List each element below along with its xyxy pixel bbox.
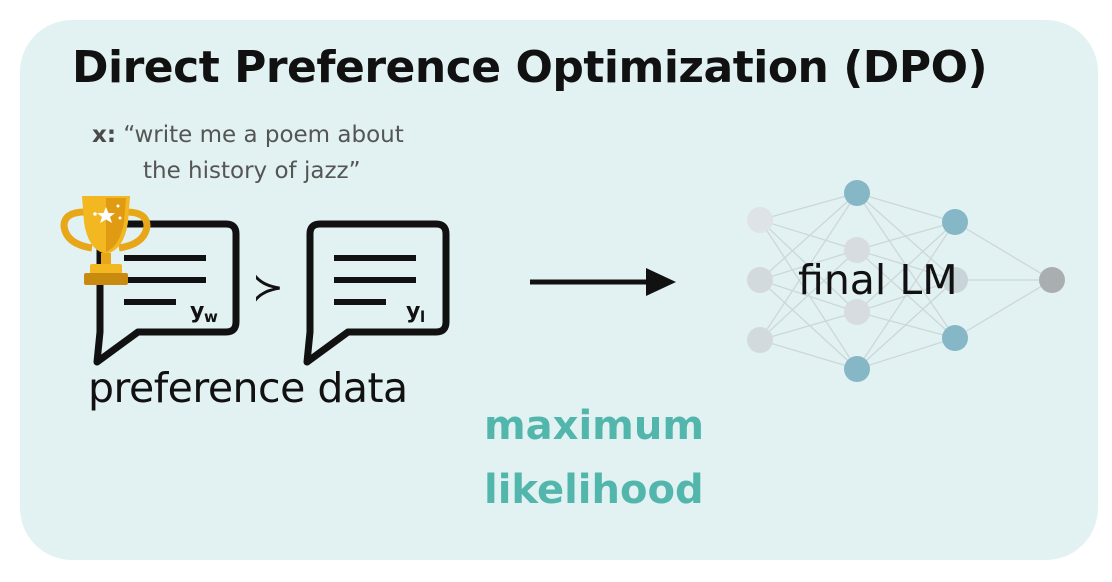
dispreferred-response-label: y (406, 299, 420, 324)
method-label-line-2: likelihood (484, 467, 704, 513)
final-model-label: final LM (798, 256, 958, 304)
preferred-response-label: y (190, 299, 204, 324)
neural-network-icon (747, 180, 1065, 382)
preference-symbol: ≻ (252, 265, 284, 309)
preferred-response-subscript: w (204, 308, 218, 326)
method-label: maximum likelihood (484, 394, 704, 522)
trophy-icon (60, 196, 151, 285)
dispreferred-response-bubble: y l (303, 220, 450, 366)
prompt-line-2: the history of jazz” (143, 158, 361, 184)
prompt-text: x: “write me a poem about the history of… (92, 117, 404, 189)
dispreferred-response-subscript: l (420, 308, 425, 326)
diagram-panel (20, 20, 1098, 560)
arrow-right-icon (530, 268, 676, 296)
prompt-variable: x: (92, 122, 117, 148)
method-label-line-1: maximum (484, 403, 705, 449)
speech-bubble-icon (303, 220, 450, 366)
prompt-line-1: “write me a poem about (123, 122, 404, 148)
preference-data-label: preference data (88, 364, 408, 412)
diagram-title: Direct Preference Optimization (DPO) (72, 42, 988, 93)
